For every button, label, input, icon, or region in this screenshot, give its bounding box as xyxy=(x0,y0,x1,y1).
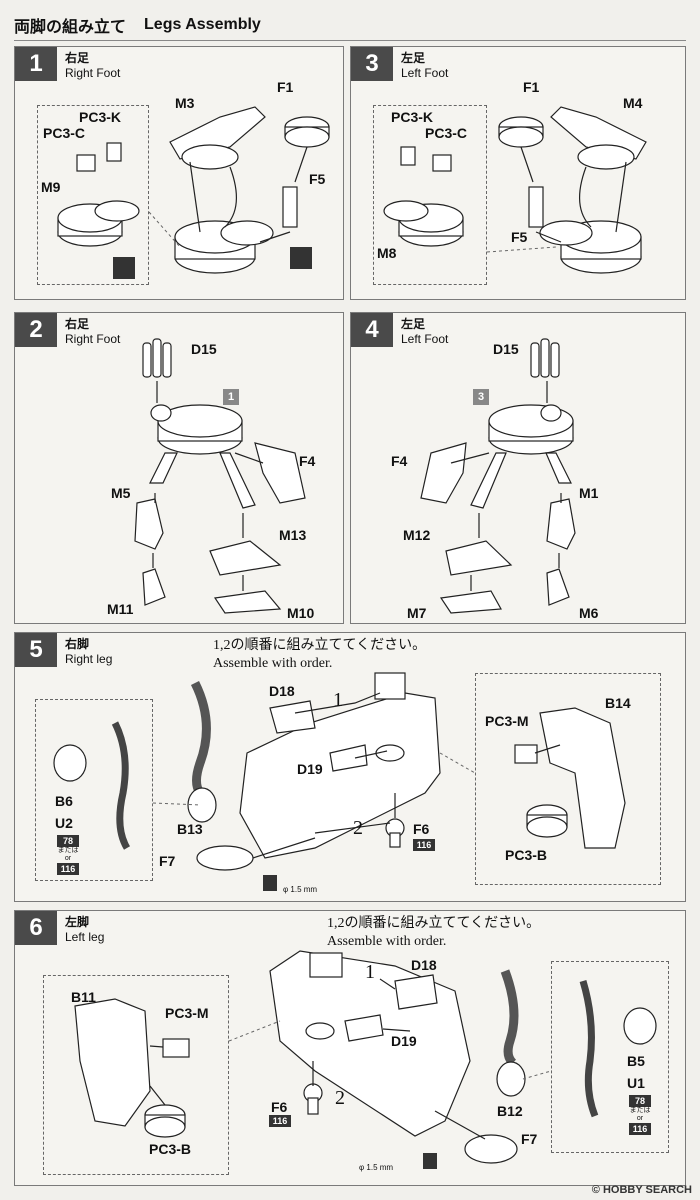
part-label: F4 xyxy=(391,453,408,469)
part-label: D19 xyxy=(297,761,323,777)
step-number: 4 xyxy=(351,313,393,347)
part-label: D18 xyxy=(411,957,437,973)
step-number: 1 xyxy=(15,47,57,81)
part-label: B12 xyxy=(497,1103,523,1119)
part-label: B14 xyxy=(605,695,631,711)
part-label: PC3-K xyxy=(391,109,434,125)
order-number: 2 xyxy=(335,1087,345,1109)
part-label: U1 xyxy=(627,1075,645,1091)
step-1-panel: 1 右足 Right Foot M3 F1 PC3-K PC3-C M9 F5 xyxy=(14,46,344,300)
part-label: F1 xyxy=(277,79,294,95)
step-3-illustration xyxy=(383,106,647,274)
part-label: M12 xyxy=(403,527,431,543)
step-6-illustration xyxy=(74,950,657,1169)
part-label: F7 xyxy=(159,853,176,869)
step-5-panel: 5 右脚 Right leg 1,2の順番に組み立ててください。 Assembl… xyxy=(14,632,686,902)
part-label: PC3-M xyxy=(165,1005,209,1021)
step-number: 2 xyxy=(15,313,57,347)
part-label: M10 xyxy=(287,605,315,621)
step-title: 左足 Left Foot xyxy=(401,51,449,80)
step-number: 5 xyxy=(15,633,57,667)
part-label: D18 xyxy=(269,683,295,699)
step-reference-badge: 1 xyxy=(223,389,239,405)
step-1-illustration xyxy=(57,106,330,279)
watermark: © HOBBY SEARCH xyxy=(591,1184,692,1196)
part-label: PC3-C xyxy=(43,125,86,141)
step-title: 右足 Right Foot xyxy=(65,317,121,346)
part-label: F7 xyxy=(521,1131,538,1147)
step-number: 3 xyxy=(351,47,393,81)
part-label: M5 xyxy=(111,485,131,501)
part-label: F6 xyxy=(271,1099,288,1115)
part-label: M3 xyxy=(175,95,195,111)
step-2-illustration xyxy=(134,338,306,614)
part-label: D19 xyxy=(391,1033,417,1049)
part-label: PC3-M xyxy=(485,713,529,729)
part-label: PC3-K xyxy=(79,109,122,125)
part-label: B5 xyxy=(627,1053,645,1069)
part-label: PC3-B xyxy=(149,1141,192,1157)
step-title: 右足 Right Foot xyxy=(65,51,121,80)
step-reference-badge: 3 xyxy=(473,389,489,405)
paint-code-f6: 116 xyxy=(269,1115,291,1127)
drill-size: φ 1.5 mm xyxy=(283,885,318,894)
step-number: 6 xyxy=(15,911,57,945)
part-label: F5 xyxy=(511,229,528,245)
assembly-note: 1,2の順番に組み立ててください。 Assemble with order. xyxy=(327,916,541,949)
step-4-illustration xyxy=(420,338,576,614)
header-title-en: Legs Assembly xyxy=(144,16,261,33)
subassembly-box-left xyxy=(43,975,229,1175)
step-title: 左脚 Left leg xyxy=(65,915,105,944)
subassembly-box-right xyxy=(475,673,661,885)
part-label: U2 xyxy=(55,815,73,831)
part-label: F6 xyxy=(413,821,430,837)
part-label: M9 xyxy=(41,179,61,195)
part-label: B6 xyxy=(55,793,73,809)
paint-code: 78 または or 116 xyxy=(629,1095,651,1135)
step-title: 左足 Left Foot xyxy=(401,317,449,346)
part-label: M13 xyxy=(279,527,307,543)
step-6-panel: 6 左脚 Left leg 1,2の順番に組み立ててください。 Assemble… xyxy=(14,910,686,1186)
part-label: PC3-B xyxy=(505,847,548,863)
part-label: D15 xyxy=(191,341,217,357)
part-label: M6 xyxy=(579,605,599,621)
part-label: M7 xyxy=(407,605,427,621)
part-label: M4 xyxy=(623,95,643,111)
section-header: 両脚の組み立て Legs Assembly xyxy=(14,10,686,41)
order-number: 1 xyxy=(365,961,375,983)
part-label: B13 xyxy=(177,821,203,837)
order-number: 2 xyxy=(353,817,363,839)
step-5-illustration xyxy=(53,672,626,891)
drill-size: φ 1.5 mm xyxy=(359,1163,394,1172)
step-3-panel: 3 左足 Left Foot F1 M4 PC3-K PC3-C F5 M8 xyxy=(350,46,686,300)
part-label: F4 xyxy=(299,453,316,469)
part-label: B11 xyxy=(71,989,96,1005)
subassembly-box-left xyxy=(35,699,153,881)
step-2-panel: 2 右足 Right Foot 1 D15 F4 M5 M13 M11 M10 xyxy=(14,312,344,624)
order-number: 1 xyxy=(333,689,343,711)
assembly-note: 1,2の順番に組み立ててください。 Assemble with order. xyxy=(213,638,427,671)
part-label: F5 xyxy=(309,171,326,187)
part-label: D15 xyxy=(493,341,519,357)
step-4-panel: 4 左足 Left Foot 3 D15 F4 M1 M12 M7 M6 xyxy=(350,312,686,624)
part-label: M8 xyxy=(377,245,397,261)
step-title: 右脚 Right leg xyxy=(65,637,113,666)
part-label: M1 xyxy=(579,485,599,501)
header-title-jp: 両脚の組み立て xyxy=(14,19,127,36)
subassembly-box-right xyxy=(551,961,669,1153)
subassembly-box xyxy=(37,105,149,285)
part-label: F1 xyxy=(523,79,540,95)
part-label: PC3-C xyxy=(425,125,468,141)
paint-code: 78 または or 116 xyxy=(57,835,79,875)
part-label: M11 xyxy=(107,601,134,617)
paint-code-f6: 116 xyxy=(413,839,435,851)
subassembly-box xyxy=(373,105,487,285)
